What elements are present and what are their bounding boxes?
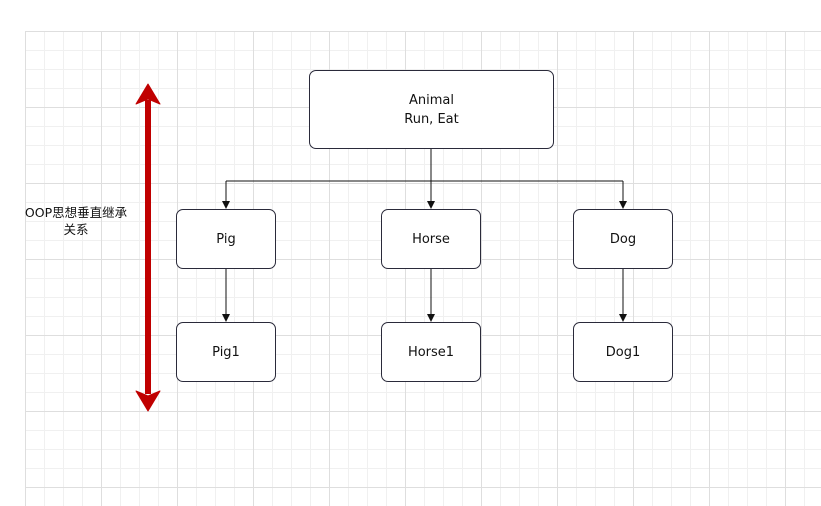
node-dog1[interactable]: Dog1 <box>573 322 673 382</box>
side-label-line1: OOP思想垂直继承 <box>24 205 128 220</box>
node-animal-title: Animal <box>409 92 454 108</box>
node-horse-label: Horse <box>412 231 450 247</box>
node-pig1-label: Pig1 <box>212 344 240 360</box>
node-horse1-label: Horse1 <box>407 344 455 360</box>
node-pig-label: Pig <box>216 231 236 247</box>
inheritance-double-arrow <box>135 83 161 412</box>
side-label: OOP思想垂直继承 关系 <box>14 204 138 238</box>
node-animal[interactable]: Animal Run, Eat <box>309 70 554 149</box>
node-dog[interactable]: Dog <box>573 209 673 269</box>
node-horse[interactable]: Horse <box>381 209 481 269</box>
node-pig1[interactable]: Pig1 <box>176 322 276 382</box>
node-pig[interactable]: Pig <box>176 209 276 269</box>
node-dog-label: Dog <box>609 231 637 247</box>
node-dog1-label: Dog1 <box>605 344 641 360</box>
node-animal-methods: Run, Eat <box>404 111 459 127</box>
node-horse1[interactable]: Horse1 <box>381 322 481 382</box>
side-label-line2: 关系 <box>63 222 89 237</box>
